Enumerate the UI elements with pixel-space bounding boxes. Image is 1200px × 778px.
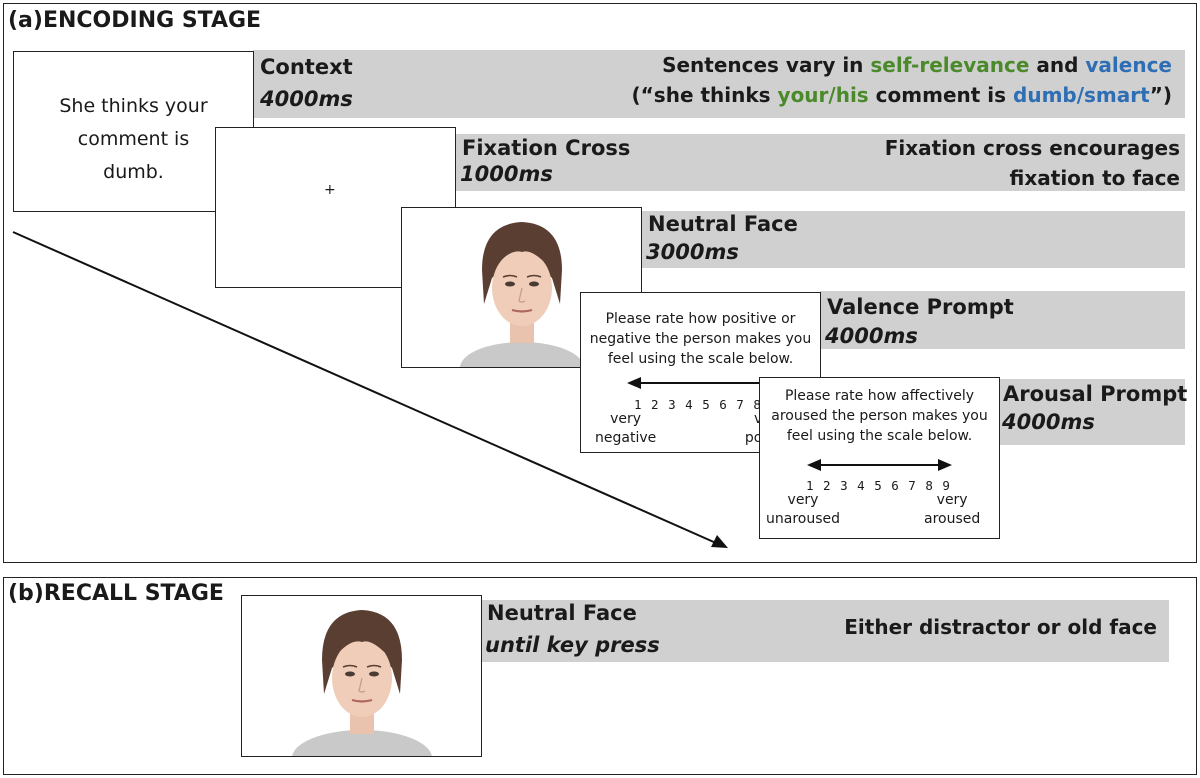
valence-duration: 4000ms: [825, 324, 918, 348]
context-note-line1: Sentences vary in self-relevance and val…: [662, 53, 1172, 77]
encoding-title: ENCODING STAGE: [42, 8, 262, 33]
valence-scale-numbers: 1 2 3 4 5 6 7 8: [634, 397, 762, 412]
fixation-bar: [455, 134, 1185, 191]
context-note-line2: (“she thinks your/his comment is dumb/sm…: [631, 83, 1172, 107]
valence-low-anchor: very negative: [595, 411, 657, 446]
context-sentence: She thinks your comment is dumb.: [59, 95, 208, 183]
arousal-bar: [998, 379, 1185, 445]
arousal-high-anchor: very aroused: [924, 492, 981, 527]
valence-prompt-text: Please rate how positive or negative the…: [589, 311, 812, 367]
context-bar: [253, 50, 1185, 118]
context-duration: 4000ms: [260, 87, 353, 111]
context-note: Sentences vary in self-relevance and val…: [632, 50, 1172, 110]
recall-face-title: Neutral Face: [487, 601, 637, 625]
face-photo-icon: [460, 222, 584, 367]
arousal-scale-arrow: [807, 459, 952, 471]
fixation-note: Fixation cross encourages fixation to fa…: [885, 133, 1180, 193]
fixation-title: Fixation Cross: [462, 136, 631, 160]
encoding-panel-title: (a)ENCODING STAGE: [8, 8, 261, 33]
arousal-low-anchor: very unaroused: [766, 492, 841, 527]
recall-face-note: Either distractor or old face: [844, 615, 1157, 639]
fixation-cross: +: [324, 182, 336, 198]
recall-panel-title: (b)RECALL STAGE: [8, 581, 224, 606]
encoding-label: (a): [8, 8, 43, 33]
arousal-title: Arousal Prompt: [1003, 382, 1188, 406]
valence-bar: [820, 291, 1185, 349]
context-screen: She thinks your comment is dumb.: [13, 51, 254, 212]
recall-face-screen: [241, 595, 482, 757]
recall-face-photo-icon: [292, 610, 432, 756]
arousal-duration: 4000ms: [1002, 410, 1095, 434]
valence-high-anchor: v po: [744, 411, 763, 446]
neutral-face-duration: 3000ms: [646, 240, 739, 264]
fixation-note-line2: fixation to face: [1009, 166, 1180, 190]
neutral-face-bar: [641, 211, 1185, 268]
recall-title: RECALL STAGE: [43, 581, 224, 606]
neutral-face-title: Neutral Face: [648, 212, 798, 236]
fixation-duration: 1000ms: [460, 162, 553, 186]
fixation-note-line1: Fixation cross encourages: [884, 136, 1180, 160]
arousal-scale-numbers: 1 2 3 4 5 6 7 8 9: [806, 478, 951, 493]
recall-face-bar: [481, 600, 1169, 662]
valence-title: Valence Prompt: [827, 295, 1014, 319]
recall-label: (b): [8, 581, 44, 606]
recall-face-duration: until key press: [485, 633, 660, 657]
context-title: Context: [260, 55, 353, 79]
arousal-prompt-text: Please rate how affectively aroused the …: [771, 388, 988, 444]
arousal-prompt-screen: Please rate how affectively aroused the …: [759, 377, 1000, 539]
